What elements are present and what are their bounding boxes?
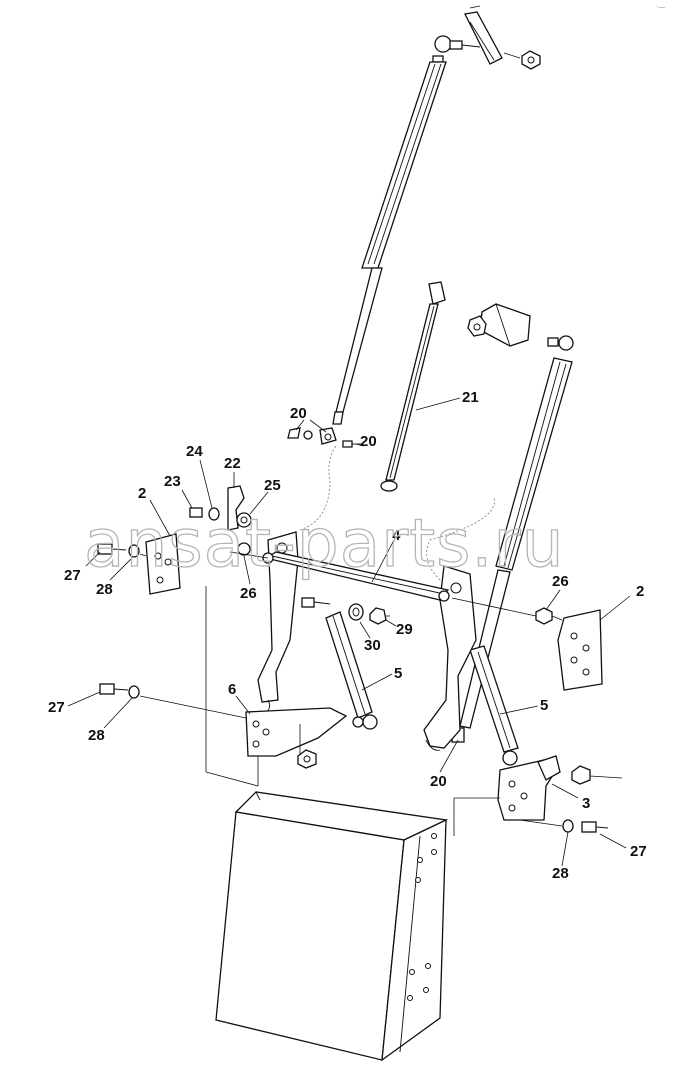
callout-20-fitting: 20: [360, 433, 377, 450]
callout-28-right: 28: [552, 865, 569, 882]
bracket-6: [245, 707, 348, 757]
top-bolt: [449, 40, 481, 50]
callout-4: 4: [392, 527, 401, 544]
callout-27-left: 27: [64, 567, 81, 584]
callout-28-mid: 28: [88, 727, 105, 744]
callout-27-right: 27: [630, 843, 647, 860]
hidden-outline: [299, 445, 337, 531]
washer-26-left: [237, 542, 251, 556]
strut-end-fitting: [287, 427, 361, 448]
bushing-25: [236, 512, 252, 528]
callout-26-left: 26: [240, 585, 257, 602]
washer-30: [348, 603, 364, 621]
washer-24: [208, 507, 220, 521]
callout-21: 21: [462, 389, 479, 406]
washer-28-mid: [128, 685, 140, 699]
bolt-27-right: [581, 821, 609, 833]
callout-29: 29: [396, 621, 413, 638]
callout-3: 3: [582, 795, 590, 812]
bracket-3: [497, 755, 561, 821]
top-nut: [503, 50, 541, 70]
callout-28-left: 28: [96, 581, 113, 598]
nut-bracket-3: [571, 765, 623, 785]
callout-25: 25: [264, 477, 281, 494]
callout-20-strut-top: 20: [290, 405, 307, 422]
top-bracket: [464, 5, 503, 65]
seat-back-cushion: [215, 791, 449, 1062]
frame-left-arm: [257, 531, 299, 713]
callout-24: 24: [186, 443, 203, 460]
callout-2-left: 2: [138, 485, 146, 502]
gas-strut-left: [332, 35, 452, 425]
bolt-center: [301, 597, 331, 608]
callout-leaders: [67, 397, 631, 867]
hinge-bracket-left: [145, 533, 181, 595]
callout-27-mid: 27: [48, 699, 65, 716]
frame-right-arm: [423, 565, 477, 751]
callout-labels: 20 20 21 24 22 23 25 2 4 27 28 26 26 2 2…: [48, 389, 647, 882]
callout-22: 22: [224, 455, 241, 472]
support-rod: [380, 281, 446, 492]
bolt-27-mid: [99, 683, 129, 695]
bolt-23: [189, 507, 203, 518]
nut-bracket-6: [297, 749, 317, 769]
corner-mark: ·—: [656, 3, 665, 11]
alignment-lines: [139, 551, 563, 836]
cross-shaft: [262, 551, 450, 602]
callout-26-right: 26: [552, 573, 569, 590]
lever-22: [227, 485, 245, 531]
callout-23: 23: [164, 473, 181, 490]
callout-2-right: 2: [636, 583, 644, 600]
callout-20-bottom: 20: [430, 773, 447, 790]
callout-5-right: 5: [540, 697, 548, 714]
nut-26-right: [535, 607, 553, 625]
hidden-outline-right: [426, 497, 495, 581]
hinge-bracket-right: [557, 609, 603, 691]
washer-28-right: [562, 819, 574, 833]
bolt-27-left: [97, 543, 127, 555]
gas-strut-lower-right: [469, 645, 519, 766]
nut-29: [369, 607, 387, 625]
watermark: ansat-parts.ru: [84, 505, 564, 582]
callout-30: 30: [364, 637, 381, 654]
washer-28-left: [128, 544, 140, 558]
callout-6: 6: [228, 681, 236, 698]
callout-5-left: 5: [394, 665, 402, 682]
gas-strut-5-left: [325, 611, 378, 730]
